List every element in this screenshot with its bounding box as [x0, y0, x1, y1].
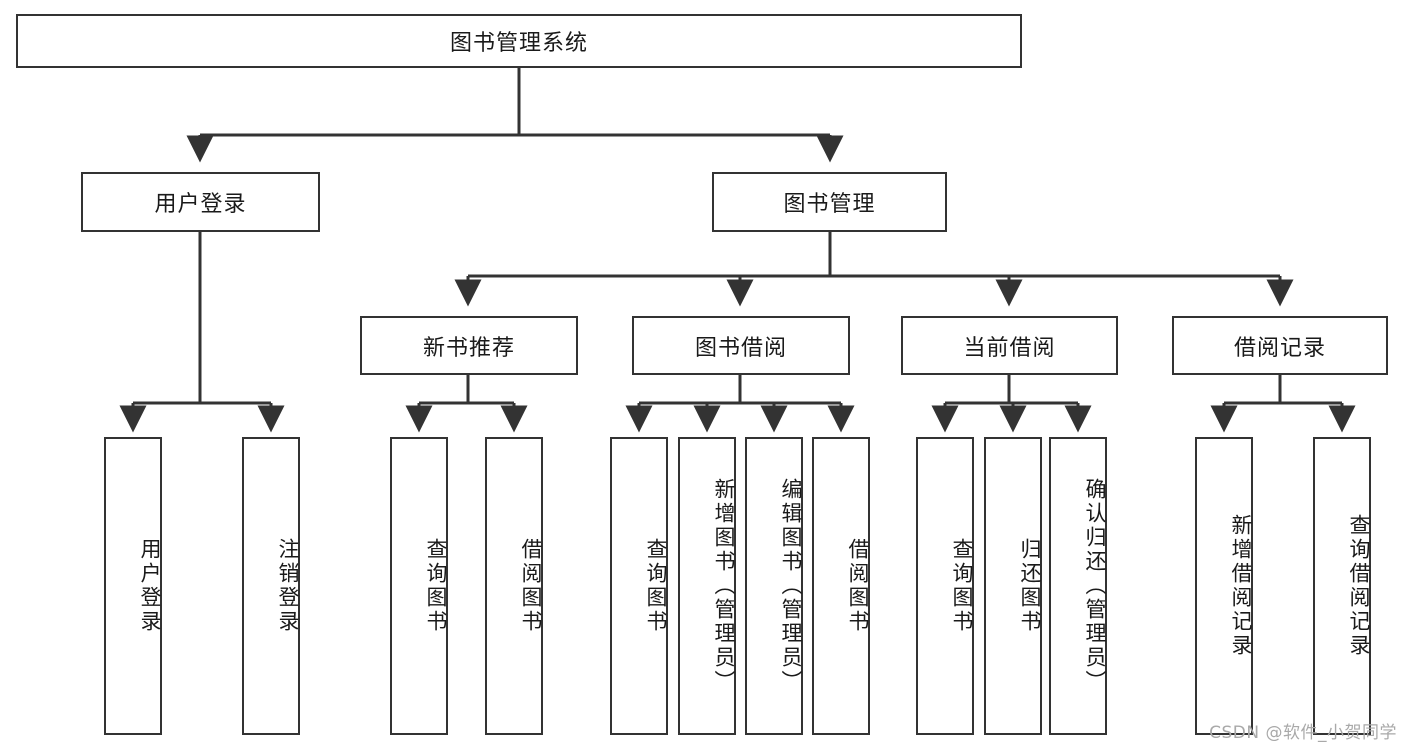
leaf-book-borrow-query-book[interactable]: 查询图书: [610, 437, 668, 735]
node-root-book-management-system[interactable]: 图书管理系统: [16, 14, 1022, 68]
leaf-current-borrow-return-book[interactable]: 归还图书: [984, 437, 1042, 735]
node-label: 查询借阅记录: [1347, 514, 1371, 658]
leaf-current-borrow-confirm-return-admin[interactable]: 确认归还（管理员）: [1049, 437, 1107, 735]
node-user-login[interactable]: 用户登录: [81, 172, 320, 232]
node-label: 新书推荐: [422, 335, 515, 361]
node-label: 借阅图书: [846, 538, 870, 634]
node-label: 图书管理系统: [449, 31, 588, 56]
leaf-borrow-record-add-record[interactable]: 新增借阅记录: [1195, 437, 1253, 735]
node-current-borrow[interactable]: 当前借阅: [901, 316, 1118, 375]
leaf-book-borrow-borrow-book[interactable]: 借阅图书: [812, 437, 870, 735]
csdn-watermark: CSDN @软件_小贺同学: [1209, 723, 1397, 743]
node-new-book-recommend[interactable]: 新书推荐: [360, 316, 578, 375]
node-book-management[interactable]: 图书管理: [712, 172, 947, 232]
leaf-borrow-record-query-record[interactable]: 查询借阅记录: [1313, 437, 1371, 735]
leaf-user-login-logout[interactable]: 注销登录: [242, 437, 300, 735]
node-label: 图书借阅: [694, 335, 787, 361]
node-label: 新增借阅记录: [1229, 514, 1253, 658]
node-label: 查询图书: [950, 538, 974, 634]
node-label: 用户登录: [138, 538, 162, 634]
node-label: 注销登录: [276, 538, 300, 634]
node-label: 查询图书: [424, 538, 448, 634]
node-borrow-record[interactable]: 借阅记录: [1172, 316, 1388, 375]
node-label: 用户登录: [154, 192, 247, 217]
leaf-book-borrow-add-book-admin[interactable]: 新增图书（管理员）: [678, 437, 736, 735]
node-label: 借阅记录: [1233, 335, 1326, 361]
node-label: 新增图书（管理员）: [712, 478, 736, 694]
leaf-new-book-query-book[interactable]: 查询图书: [390, 437, 448, 735]
leaf-book-borrow-edit-book-admin[interactable]: 编辑图书（管理员）: [745, 437, 803, 735]
node-label: 当前借阅: [963, 335, 1056, 361]
leaf-new-book-borrow-book[interactable]: 借阅图书: [485, 437, 543, 735]
node-label: 归还图书: [1018, 538, 1042, 634]
leaf-user-login-login[interactable]: 用户登录: [104, 437, 162, 735]
leaf-current-borrow-query-book[interactable]: 查询图书: [916, 437, 974, 735]
node-label: 查询图书: [644, 538, 668, 634]
node-label: 确认归还（管理员）: [1083, 478, 1107, 694]
node-book-borrow[interactable]: 图书借阅: [632, 316, 850, 375]
node-label: 借阅图书: [519, 538, 543, 634]
node-label: 图书管理: [783, 192, 876, 217]
node-label: 编辑图书（管理员）: [779, 478, 803, 694]
